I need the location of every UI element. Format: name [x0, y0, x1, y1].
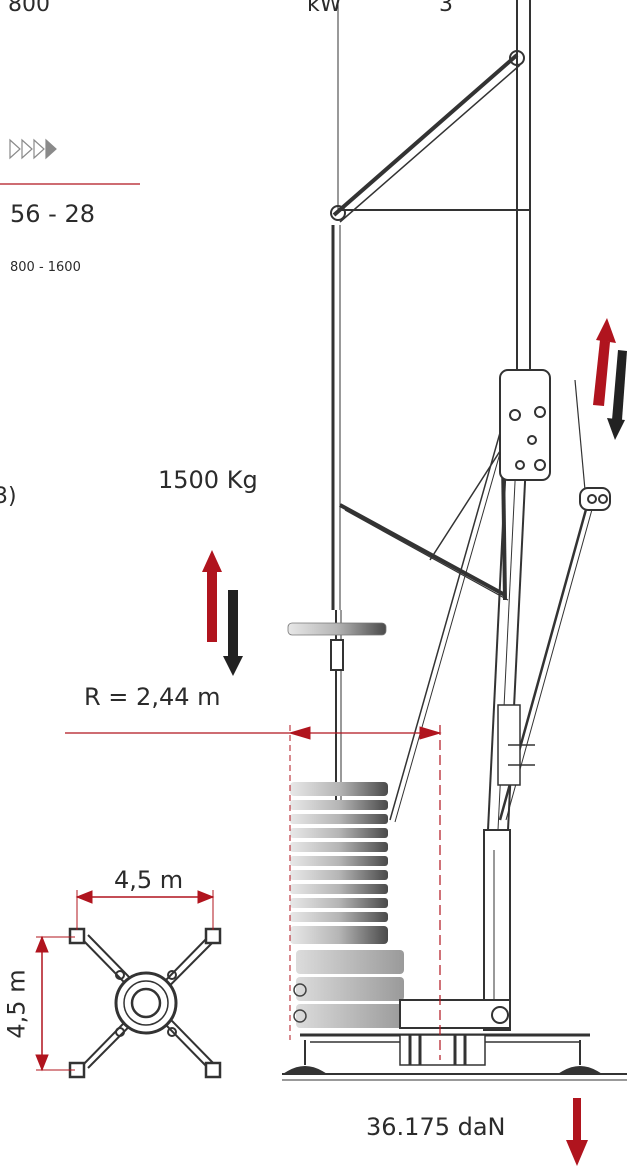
radius-dimension: [65, 725, 442, 1060]
radius-label: R = 2,44 m: [84, 683, 221, 711]
base-height-label: 4,5 m: [2, 969, 31, 1039]
left-edge-fragment: 3): [0, 484, 17, 509]
base-width-label: 4,5 m: [114, 866, 184, 894]
ground-force-arrow-icon: [566, 1098, 588, 1166]
base-width-dimension: [75, 890, 215, 930]
fast-forward-arrows-icon: [9, 138, 57, 160]
hook-block: [330, 610, 344, 800]
kw-unit-label: kW: [307, 0, 342, 17]
weight-stack: [290, 782, 388, 944]
base-footprint: [68, 927, 222, 1079]
kw-value: 3: [439, 0, 453, 17]
top-left-value: 800: [8, 0, 50, 17]
rpm-range: 800 - 1600: [10, 260, 81, 275]
load-weight-label: 1500 Kg: [158, 466, 258, 494]
hoist-up-down-arrows-icon: [593, 318, 627, 440]
load-up-down-arrows-icon: [202, 550, 243, 676]
chassis: [284, 999, 601, 1073]
suspended-load: [287, 622, 387, 636]
base-ballast: [293, 950, 404, 1028]
base-height-dimension: [35, 935, 75, 1072]
crane-tower: [330, 0, 611, 1031]
ground-force-label: 36.175 daN: [366, 1113, 506, 1141]
speed-range: 56 - 28: [10, 200, 95, 228]
